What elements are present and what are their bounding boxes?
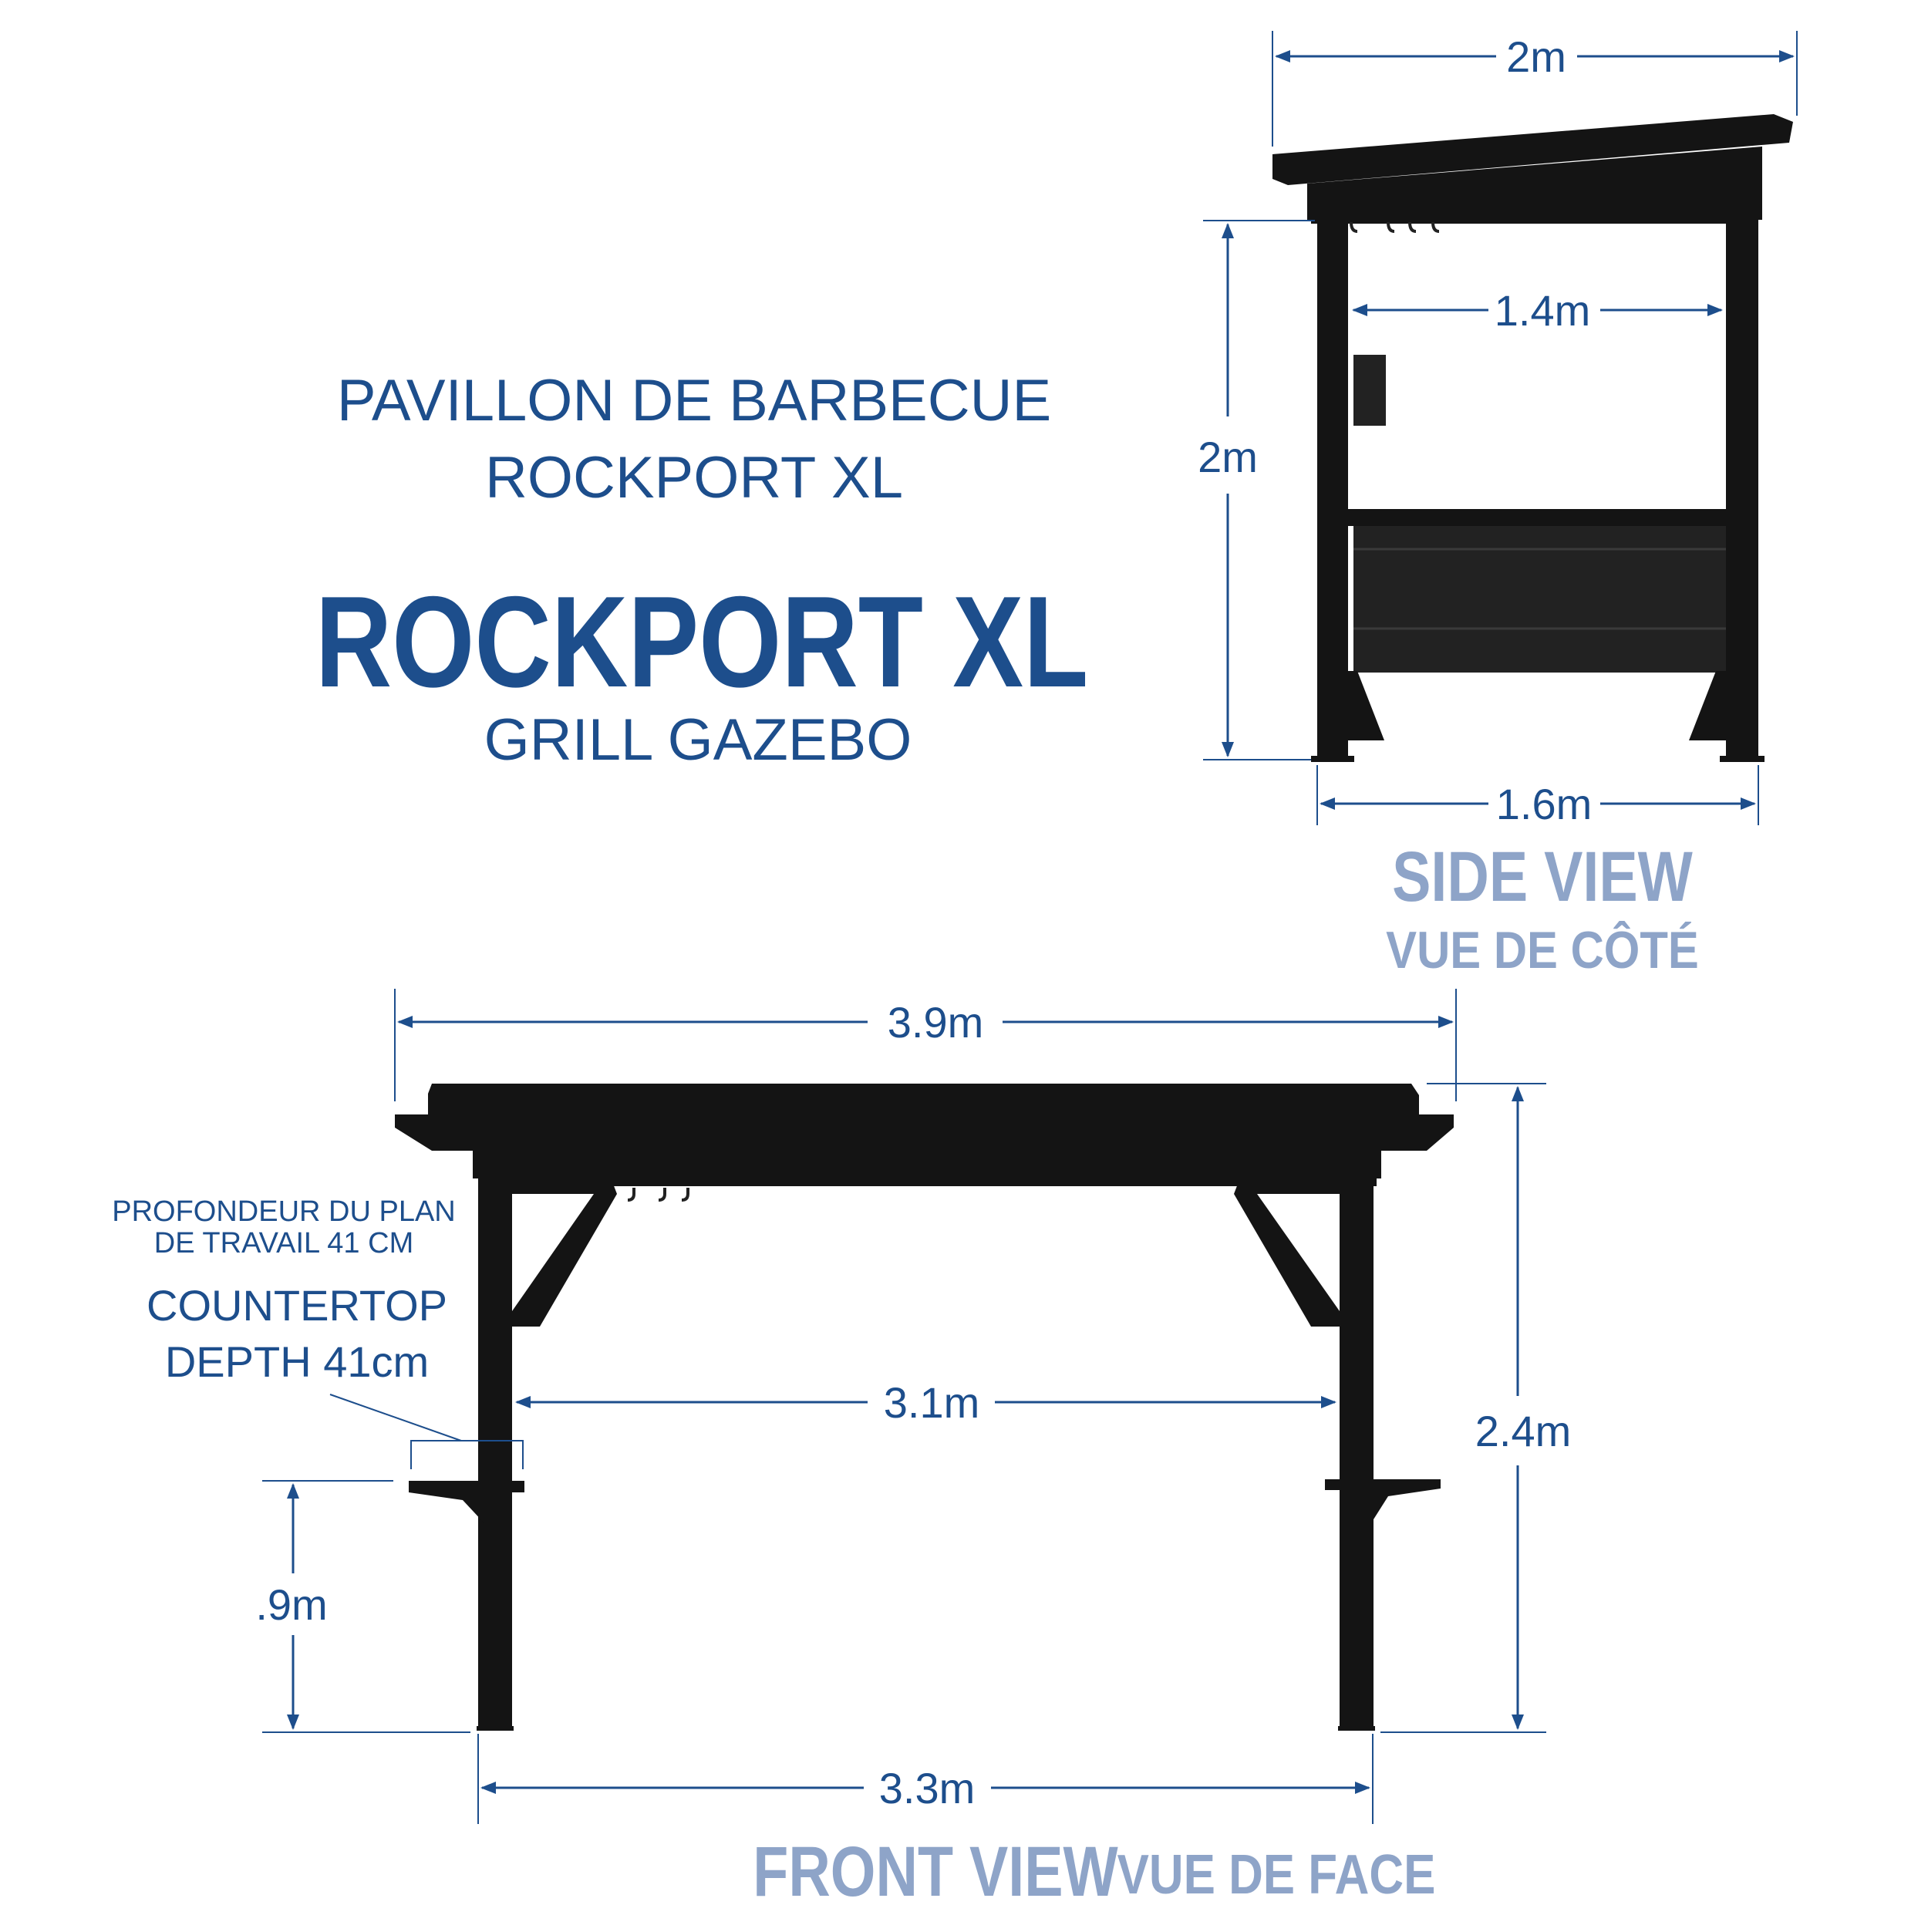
- heading-french-line1: PAVILLON DE BARBECUE: [337, 368, 1051, 433]
- countertop-en-line1: COUNTERTOP: [147, 1281, 447, 1330]
- side-cabinet: [1353, 526, 1726, 673]
- side-view-labels: SIDE VIEW VUE DE CÔTÉ: [1386, 837, 1699, 979]
- front-view-dimensions: 3.9m 3.1m 3.3m 2.4m .9m: [255, 989, 1571, 1824]
- side-hooks: [1350, 221, 1440, 233]
- side-dim-base-label: 1.6m: [1496, 780, 1593, 828]
- front-brace-right: [1234, 1184, 1340, 1327]
- front-view-labels: FRONT VIEW VUE DE FACE: [753, 1832, 1435, 1911]
- side-view-label-fr: VUE DE CÔTÉ: [1386, 919, 1699, 979]
- side-view-drawing: [1272, 114, 1793, 762]
- front-view-drawing: [395, 1084, 1454, 1731]
- side-brace-right: [1689, 671, 1726, 740]
- countertop-fr-line2: DE TRAVAIL 41 CM: [154, 1227, 413, 1259]
- front-view-label-fr: VUE DE FACE: [1117, 1844, 1436, 1906]
- front-dim-height-label: 2.4m: [1475, 1407, 1572, 1455]
- front-post-right: [1340, 1149, 1374, 1728]
- front-post-left: [478, 1149, 512, 1728]
- side-crossbeam: [1311, 208, 1743, 224]
- side-post-left: [1317, 212, 1348, 761]
- countertop-depth-labels: PROFONDEUR DU PLAN DE TRAVAIL 41 CM COUN…: [112, 1195, 456, 1386]
- side-brace-left: [1348, 671, 1384, 740]
- front-brace-left: [512, 1184, 617, 1327]
- front-dim-base-label: 3.3m: [879, 1764, 976, 1812]
- front-dim-counter-height-label: .9m: [255, 1580, 327, 1629]
- side-dim-height-label: 2m: [1198, 433, 1258, 481]
- front-dim-roof-label: 3.9m: [888, 998, 984, 1047]
- side-dim-inner-label: 1.4m: [1495, 286, 1591, 335]
- front-view-label-en: FRONT VIEW: [753, 1832, 1118, 1911]
- heading-block: PAVILLON DE BARBECUE ROCKPORT XL ROCKPOR…: [315, 368, 1088, 773]
- heading-title: ROCKPORT XL: [315, 569, 1088, 714]
- side-dim-roof-label: 2m: [1506, 32, 1566, 81]
- front-dim-inner-label: 3.1m: [884, 1378, 980, 1427]
- side-roof-panel: [1272, 114, 1793, 185]
- front-hooks: [627, 1188, 689, 1202]
- front-main-beam: [478, 1148, 1377, 1186]
- side-countertop: [1346, 509, 1727, 526]
- countertop-en-line2: DEPTH 41cm: [165, 1337, 429, 1386]
- side-post-right: [1726, 212, 1758, 761]
- side-view-dimensions: 2m 2m 1.4m 1.6m: [1198, 31, 1798, 828]
- heading-french-line2: ROCKPORT XL: [485, 445, 903, 511]
- front-countertop-right: [1325, 1479, 1441, 1519]
- heading-subtitle: GRILL GAZEBO: [484, 707, 912, 773]
- side-storage-box: [1353, 355, 1386, 426]
- countertop-fr-line1: PROFONDEUR DU PLAN: [112, 1195, 456, 1228]
- side-roof-beam: [1307, 147, 1762, 220]
- side-view-label-en: SIDE VIEW: [1392, 837, 1693, 916]
- front-roof-fascia: [395, 1114, 1454, 1151]
- front-countertop-left: [409, 1481, 524, 1523]
- front-roof-panel: [428, 1084, 1419, 1117]
